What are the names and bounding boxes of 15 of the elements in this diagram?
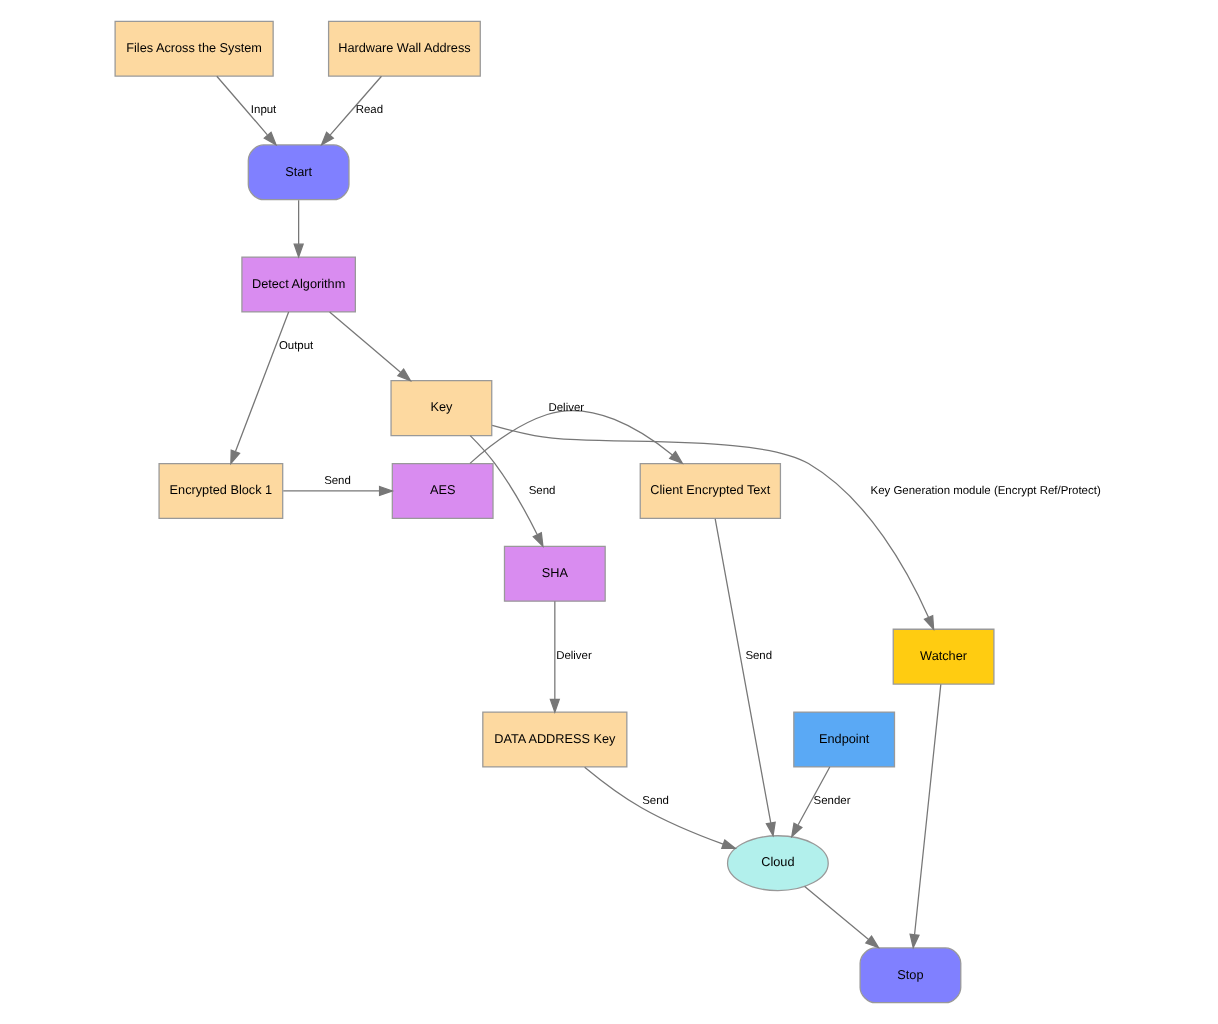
arrow (282, 485, 395, 497)
arrow (469, 409, 684, 465)
arrow (714, 518, 776, 838)
arrow (293, 199, 304, 259)
arrow (584, 766, 738, 850)
arrow (328, 311, 412, 382)
arrow (549, 600, 561, 715)
arrow (790, 766, 831, 839)
arrow (230, 311, 290, 466)
arrow (216, 75, 278, 147)
arrow (320, 75, 383, 147)
arrow (909, 683, 942, 950)
arrow (469, 434, 544, 548)
arrow (804, 885, 880, 949)
arrow (491, 424, 935, 631)
